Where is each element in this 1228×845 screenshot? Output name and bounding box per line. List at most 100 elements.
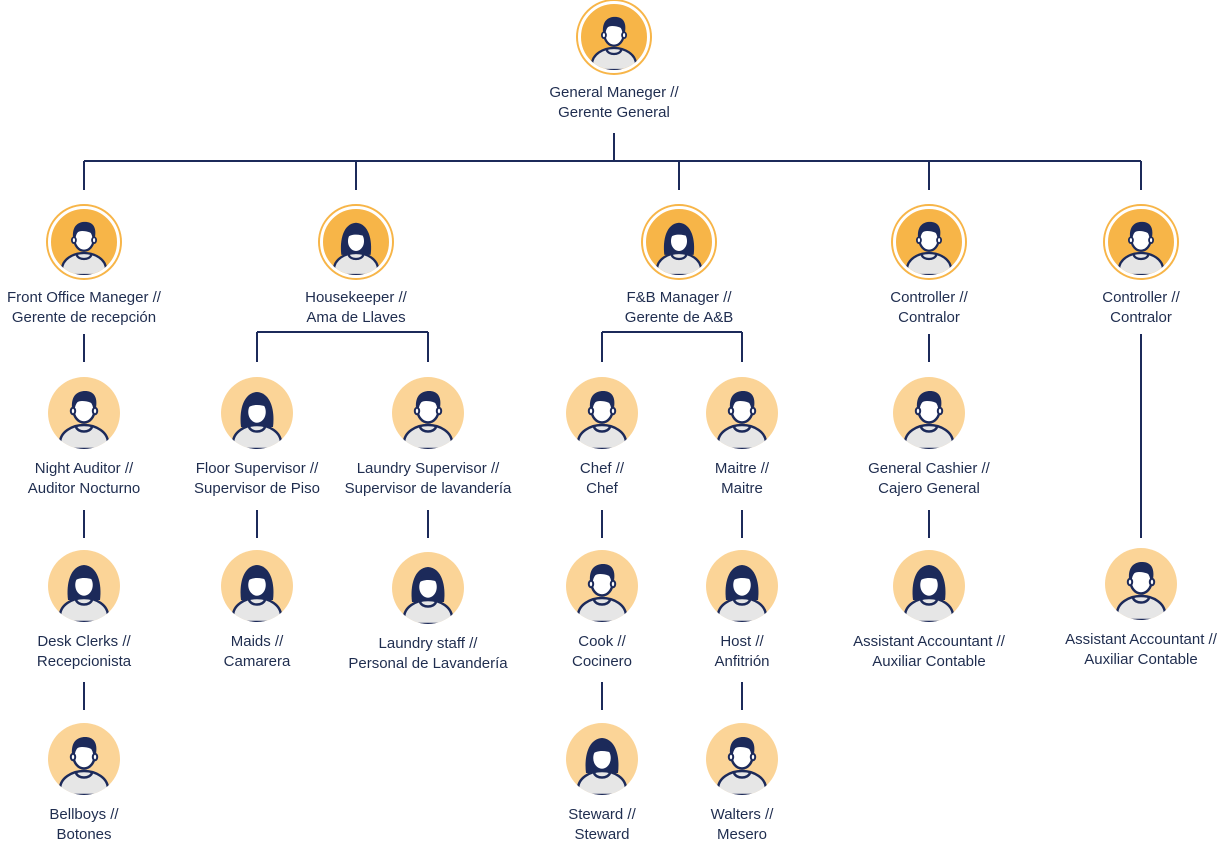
- role-english: Laundry staff //: [378, 635, 478, 652]
- male-person-icon: [48, 723, 120, 795]
- female-person-icon: [893, 550, 965, 622]
- role-english: Steward //: [568, 806, 636, 823]
- org-node-general-cashier: General Cashier // Cajero General: [809, 377, 1049, 499]
- org-node-desk-clerks: Desk Clerks // Recepcionista: [0, 550, 204, 672]
- role-english: Floor Supervisor //: [195, 460, 319, 477]
- female-person-icon: [706, 550, 778, 622]
- role-english: Bellboys //: [49, 806, 119, 823]
- role-spanish: Gerente de recepción: [11, 309, 157, 326]
- role-label: Floor Supervisor // Supervisor de Piso: [137, 459, 377, 499]
- role-label: Front Office Maneger // Gerente de recepc…: [0, 288, 204, 328]
- role-english: Host //: [720, 633, 764, 650]
- role-label: Laundry staff // Personal de Lavandería: [308, 634, 548, 674]
- role-spanish: Ama de Llaves: [306, 309, 406, 326]
- role-label: Assistant Accountant //Auxiliar Contable: [1021, 630, 1228, 670]
- male-person-icon: [706, 723, 778, 795]
- role-english: Front Office Maneger //: [7, 289, 161, 306]
- org-node-assistant-accountant-2: Assistant Accountant //Auxiliar Contable: [1021, 548, 1228, 670]
- role-english: Assistant Accountant //: [853, 633, 1005, 650]
- role-english: Housekeeper //: [305, 289, 407, 306]
- role-label: Housekeeper // Ama de Llaves: [236, 288, 476, 328]
- org-node-controller-1: Controller // Contralor: [809, 206, 1049, 328]
- org-node-walters: Walters //Mesero: [622, 723, 862, 845]
- role-english: Cook //: [578, 633, 626, 650]
- role-spanish: Anfitrión: [714, 653, 770, 670]
- role-label: Maitre // Maitre: [622, 459, 862, 499]
- female-person-icon: [221, 550, 293, 622]
- org-node-floor-supervisor: Floor Supervisor // Supervisor de Piso: [137, 377, 377, 499]
- org-node-cook: Cook // Cocinero: [482, 550, 722, 672]
- role-spanish: Gerente de A&B: [624, 309, 734, 326]
- role-spanish: Camarera: [223, 653, 291, 670]
- role-spanish: Botones: [56, 826, 112, 843]
- role-spanish: Steward: [574, 826, 630, 843]
- female-person-icon: [221, 377, 293, 449]
- role-label: Controller // Contralor: [809, 288, 1049, 328]
- male-person-icon: [48, 206, 120, 278]
- role-spanish: Gerente General: [558, 104, 670, 121]
- role-label: Bellboys // Botones: [0, 805, 204, 845]
- male-person-icon: [893, 377, 965, 449]
- role-english: Laundry Supervisor //: [356, 460, 500, 477]
- role-spanish: Contralor: [1110, 309, 1172, 326]
- male-person-icon: [392, 377, 464, 449]
- org-node-controller-2: Controller // Contralor: [1021, 206, 1228, 328]
- role-label: Night Auditor // Auditor Nocturno: [0, 459, 204, 499]
- role-english: Controller //: [890, 289, 968, 306]
- org-node-maids: Maids // Camarera: [137, 550, 377, 672]
- male-person-icon: [706, 377, 778, 449]
- male-person-icon: [1105, 548, 1177, 620]
- org-node-steward: Steward // Steward: [482, 723, 722, 845]
- role-label: Cook // Cocinero: [482, 632, 722, 672]
- male-person-icon: [1105, 206, 1177, 278]
- role-english: F&B Manager //: [626, 289, 732, 306]
- role-label: General Maneger //Gerente General: [494, 83, 734, 123]
- role-english: General Cashier //: [868, 460, 990, 477]
- role-english: Controller //: [1102, 289, 1180, 306]
- role-label: General Cashier // Cajero General: [809, 459, 1049, 499]
- org-node-host: Host // Anfitrión: [622, 550, 862, 672]
- role-spanish: Supervisor de lavandería: [344, 480, 512, 497]
- role-english: Maids //: [230, 633, 284, 650]
- role-english: Maitre //: [714, 460, 770, 477]
- female-person-icon: [48, 550, 120, 622]
- role-label: Maids // Camarera: [137, 632, 377, 672]
- role-label: Controller // Contralor: [1021, 288, 1228, 328]
- role-label: Assistant Accountant // Auxiliar Contable: [809, 632, 1049, 672]
- org-node-general-manager: General Maneger //Gerente General: [494, 1, 734, 123]
- org-node-chef: Chef // Chef: [482, 377, 722, 499]
- role-english: Chef //: [579, 460, 625, 477]
- role-spanish: Personal de Lavandería: [348, 655, 508, 672]
- org-node-assistant-accountant-1: Assistant Accountant // Auxiliar Contable: [809, 550, 1049, 672]
- female-person-icon: [392, 552, 464, 624]
- role-english: Walters //: [710, 806, 774, 823]
- male-person-icon: [893, 206, 965, 278]
- role-spanish: Maitre: [721, 480, 763, 497]
- role-spanish: Contralor: [898, 309, 960, 326]
- role-spanish: Cajero General: [878, 480, 980, 497]
- role-spanish: Recepcionista: [36, 653, 132, 670]
- role-label: Laundry Supervisor // Supervisor de lavan…: [308, 459, 548, 499]
- role-label: Host // Anfitrión: [622, 632, 862, 672]
- role-spanish: Supervisor de Piso: [194, 480, 320, 497]
- role-spanish: Auxiliar Contable: [872, 653, 986, 670]
- male-person-icon: [566, 377, 638, 449]
- role-english: Desk Clerks //: [37, 633, 131, 650]
- female-person-icon: [566, 723, 638, 795]
- role-spanish: Auditor Nocturno: [27, 480, 141, 497]
- role-label: Steward // Steward: [482, 805, 722, 845]
- org-node-housekeeper: Housekeeper // Ama de Llaves: [236, 206, 476, 328]
- role-spanish: Auxiliar Contable: [1084, 651, 1198, 668]
- org-node-maitre: Maitre // Maitre: [622, 377, 862, 499]
- role-label: F&B Manager // Gerente de A&B: [559, 288, 799, 328]
- male-person-icon: [578, 1, 650, 73]
- role-english: Night Auditor //: [34, 460, 134, 477]
- role-label: Desk Clerks // Recepcionista: [0, 632, 204, 672]
- org-node-laundry-staff: Laundry staff // Personal de Lavandería: [308, 552, 548, 674]
- role-spanish: Chef: [586, 480, 618, 497]
- org-node-bellboys: Bellboys // Botones: [0, 723, 204, 845]
- role-spanish: Cocinero: [571, 653, 633, 670]
- role-label: Walters //Mesero: [622, 805, 862, 845]
- org-node-laundry-supervisor: Laundry Supervisor // Supervisor de lavan…: [308, 377, 548, 499]
